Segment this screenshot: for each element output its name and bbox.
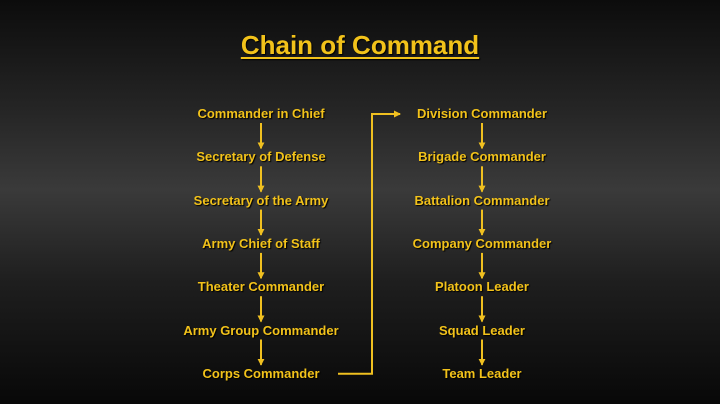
node-platoon-leader: Platoon Leader	[435, 279, 529, 295]
node-army-chief-of-staff: Army Chief of Staff	[202, 235, 320, 251]
node-division-commander: Division Commander	[416, 106, 548, 121]
node-corps-commander: Corps Commander	[202, 365, 320, 381]
node-army-group-commander: Army Group Commander	[183, 322, 339, 338]
slide-title: Chain of Command	[240, 30, 480, 60]
node-brigade-commander: Brigade Commander	[418, 149, 546, 165]
column-connector-arrow	[338, 110, 401, 375]
node-secretary-of-defense: Secretary of Defense	[196, 149, 326, 165]
node-commander-in-chief: Commander in Chief	[197, 106, 325, 121]
node-company-commander: Company Commander	[412, 235, 552, 251]
node-squad-leader: Squad Leader	[439, 322, 525, 338]
node-team-leader: Team Leader	[442, 365, 522, 381]
node-secretary-of-the-army: Secretary of the Army	[193, 192, 329, 208]
node-battalion-commander: Battalion Commander	[414, 192, 550, 208]
node-theater-commander: Theater Commander	[197, 279, 325, 295]
